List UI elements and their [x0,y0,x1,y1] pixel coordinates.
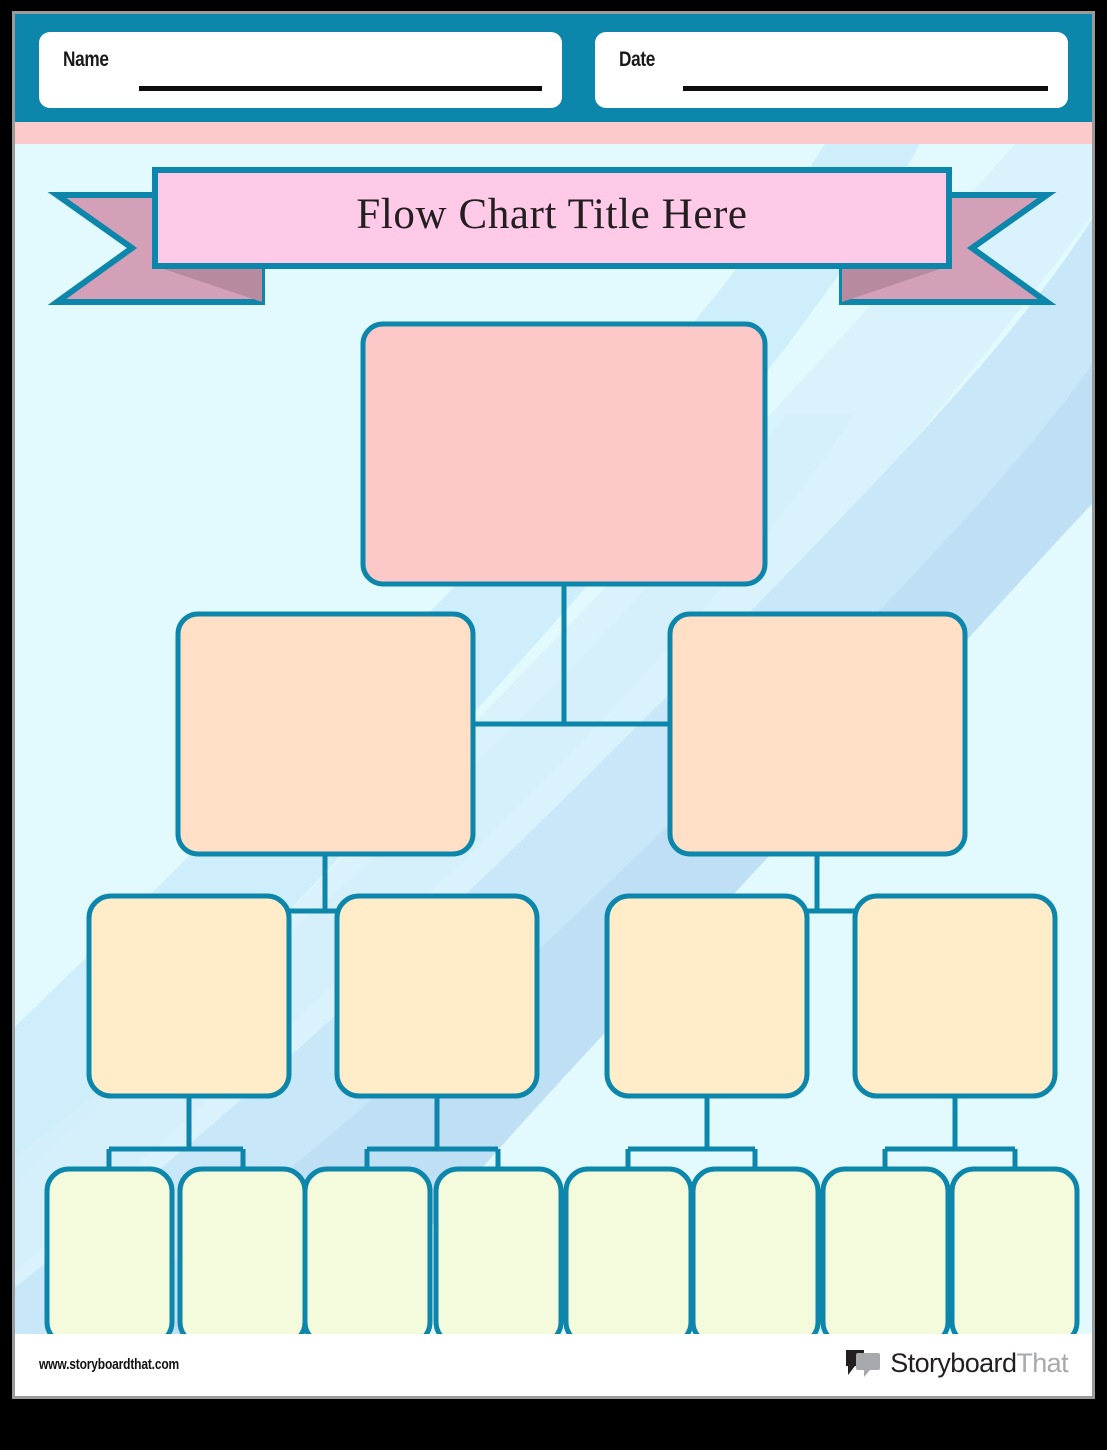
flow-chart-svg [44,321,1080,1334]
flow-node-level3-2[interactable] [302,1166,433,1334]
flow-node-level2-3[interactable] [852,893,1058,1099]
date-label: Date [619,48,656,71]
flow-node-level1-1[interactable] [667,611,968,857]
title-banner: Flow Chart Title Here [27,162,1077,317]
banner-shape [47,167,1057,305]
worksheet-sheet: Name Date [15,14,1092,1396]
brand-primary: Storyboard [890,1347,1017,1378]
header-bar: Name Date [15,14,1092,122]
flow-node-level3-7[interactable] [949,1166,1080,1334]
footer: www.storyboardthat.com StoryboardThat [15,1334,1092,1396]
date-field-box[interactable]: Date [595,32,1068,108]
flow-node-level3-6[interactable] [820,1166,951,1334]
flow-node-level2-2[interactable] [604,893,810,1099]
flow-node-level1-0[interactable] [175,611,476,857]
brand-secondary: That [1016,1347,1068,1378]
flow-node-level3-3[interactable] [433,1166,564,1334]
flow-node-level3-5[interactable] [690,1166,821,1334]
speech-bubble-icon [846,1350,881,1377]
name-write-line[interactable] [139,86,542,91]
flow-node-level2-0[interactable] [86,893,292,1099]
footer-website-url[interactable]: www.storyboardthat.com [39,1356,180,1373]
storyboardthat-logo[interactable]: StoryboardThat [844,1347,1069,1378]
brand-wordmark: StoryboardThat [890,1347,1068,1378]
banner-center-panel [152,167,952,269]
worksheet-canvas: Flow Chart Title Here [15,144,1092,1334]
banner-fold-left [155,266,262,302]
name-label: Name [63,48,109,71]
header-accent-strip [15,122,1092,144]
name-field-box[interactable]: Name [39,32,562,108]
flow-node-level3-1[interactable] [177,1166,308,1334]
flow-node-level0-0[interactable] [360,321,768,587]
flow-node-level2-1[interactable] [334,893,540,1099]
banner-fold-right [842,266,949,302]
flow-chart [15,144,1092,1334]
flow-node-level3-0[interactable] [44,1166,175,1334]
date-write-line[interactable] [683,86,1048,91]
flow-node-level3-4[interactable] [563,1166,694,1334]
